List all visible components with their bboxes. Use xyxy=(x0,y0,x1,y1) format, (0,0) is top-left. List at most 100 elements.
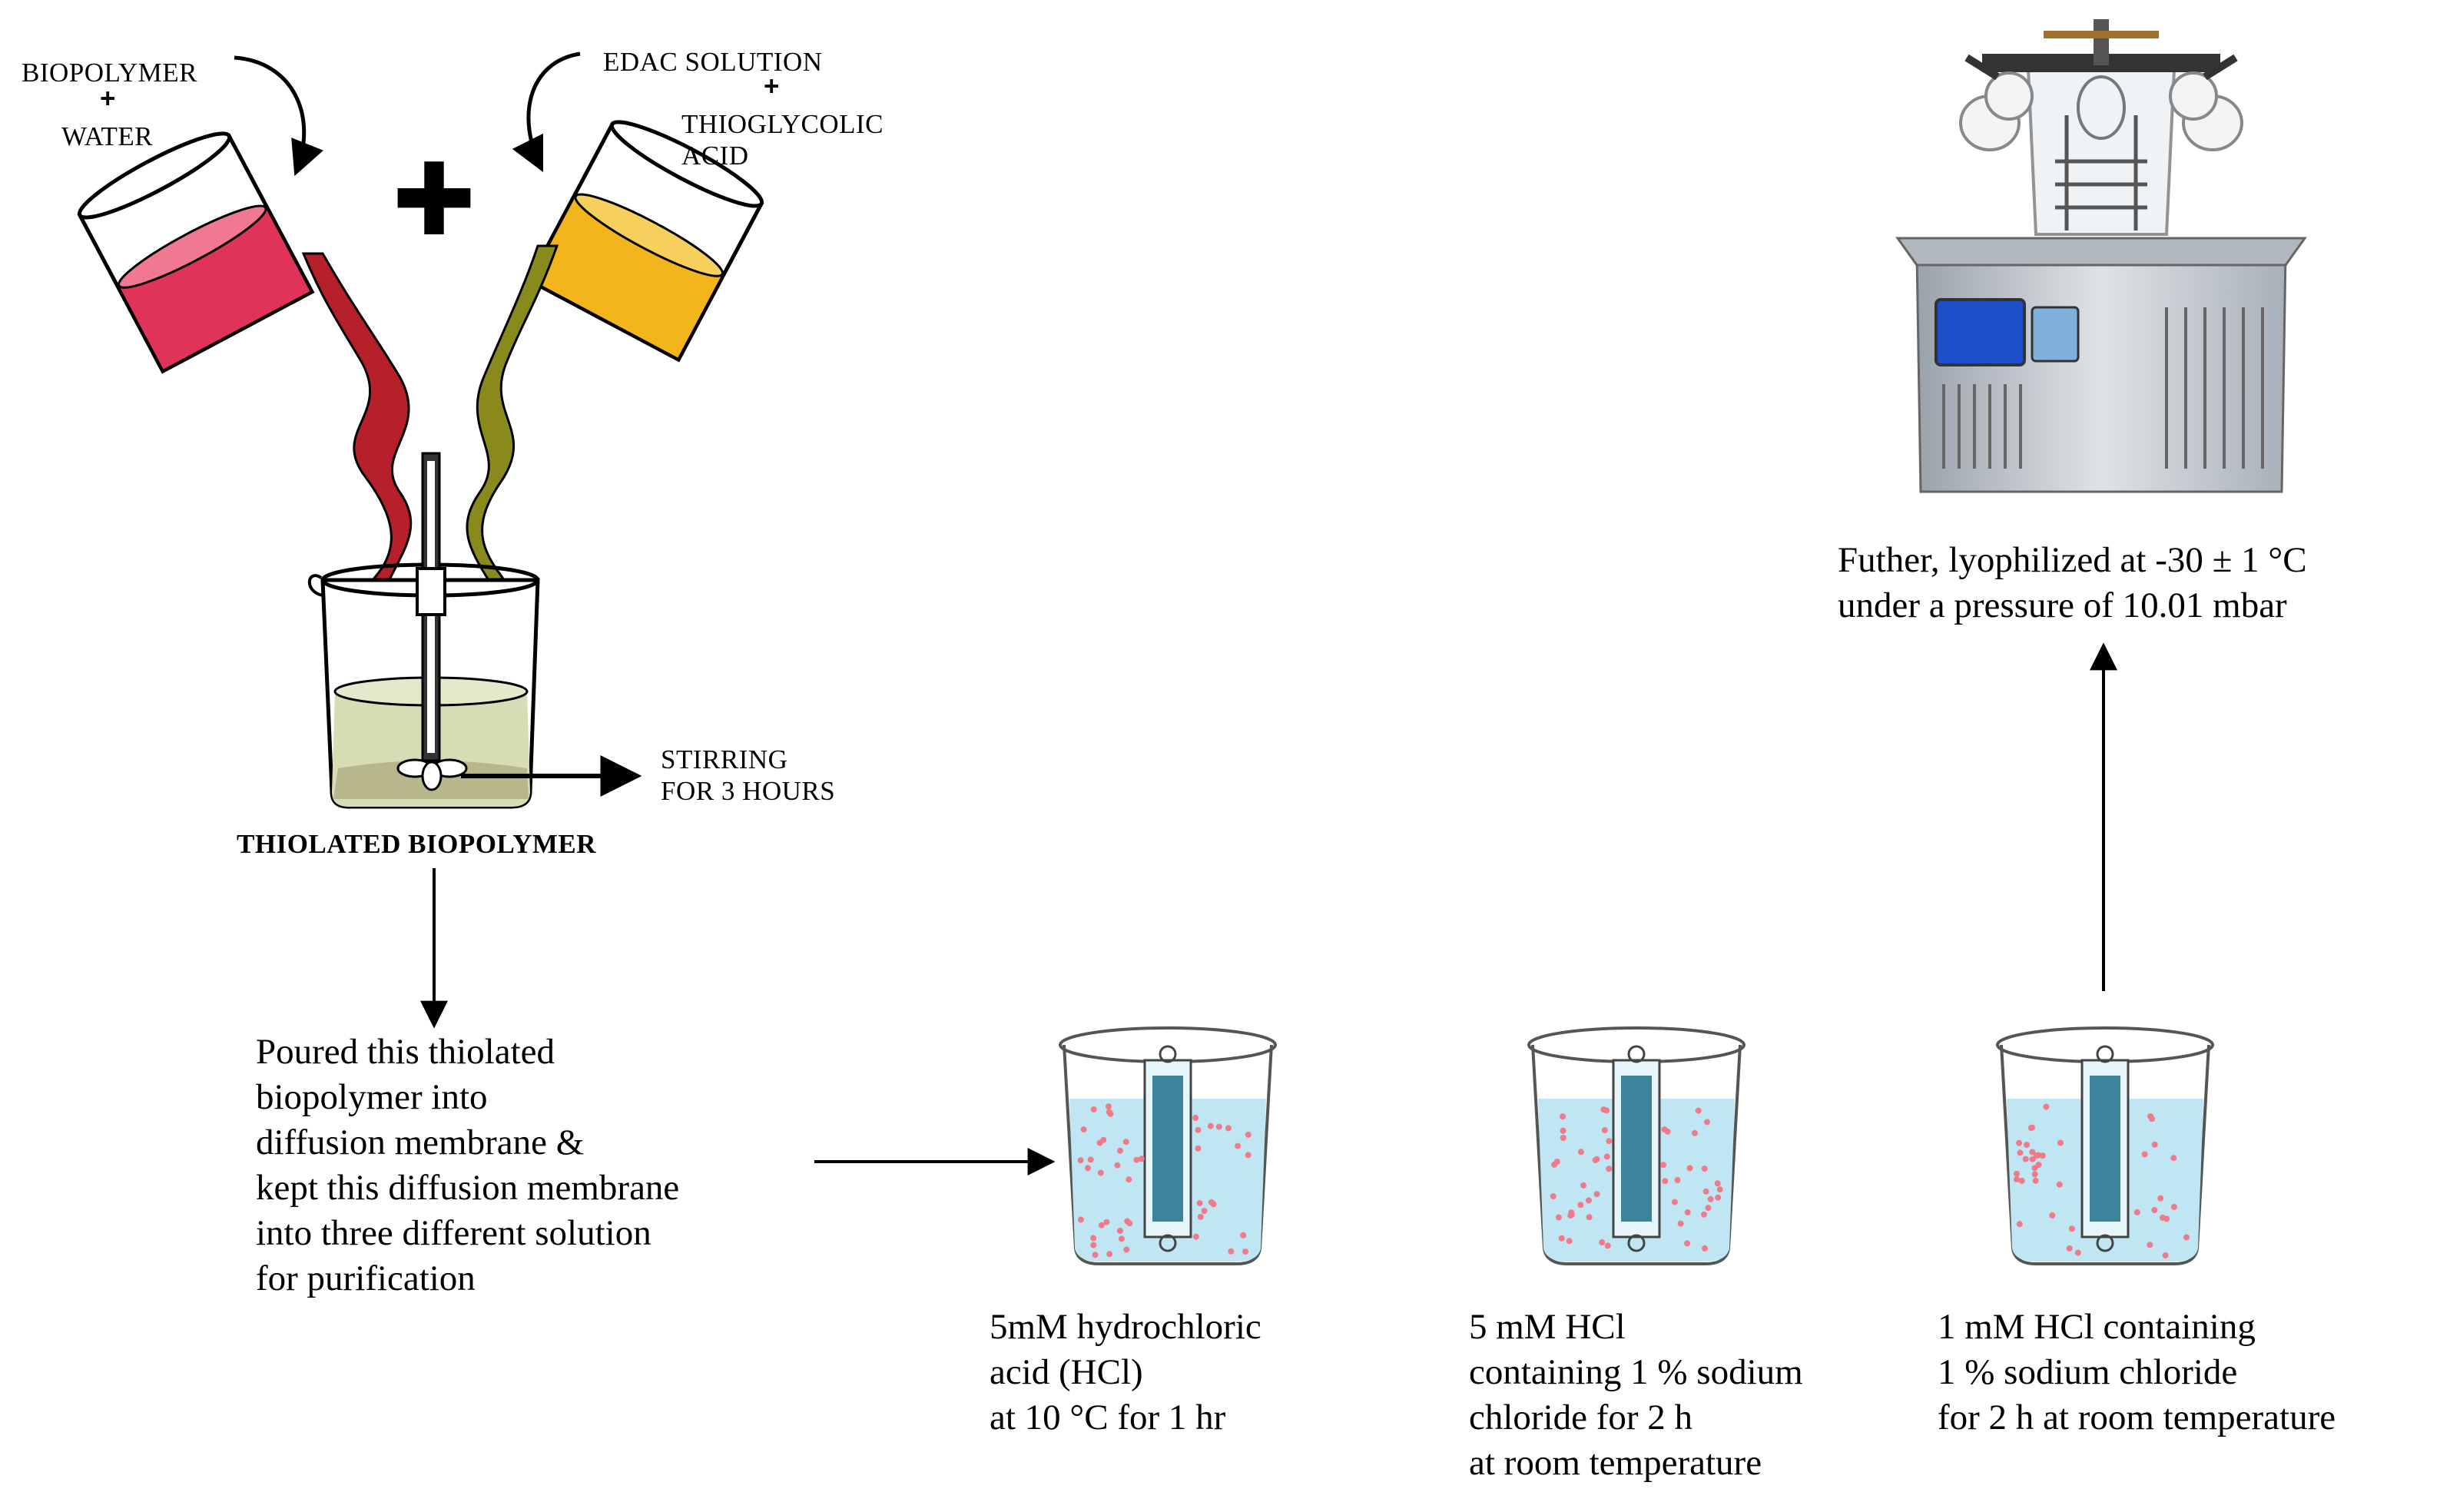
salt-particle xyxy=(1195,1126,1202,1133)
salt-particle xyxy=(1662,1178,1669,1185)
salt-particle xyxy=(1077,1157,1084,1164)
step3-label: 1 mM HCl containing 1 % sodium chloride … xyxy=(1938,1307,2336,1437)
salt-particle xyxy=(1692,1129,1698,1136)
thioglycolic-label: THIOGLYCOLIC ACID xyxy=(681,109,884,171)
salt-particle xyxy=(2032,1177,2039,1184)
salt-particle xyxy=(2018,1177,2025,1184)
salt-particle xyxy=(2016,1221,2023,1228)
salt-particle xyxy=(1684,1209,1691,1215)
salt-particle xyxy=(1568,1209,1575,1216)
salt-particle xyxy=(1705,1205,1712,1212)
salt-particle xyxy=(2056,1181,2063,1188)
salt-particle xyxy=(2022,1156,2029,1162)
curved-arrow-left xyxy=(234,55,323,177)
big-plus: ✚ xyxy=(393,141,476,258)
salt-particle xyxy=(2043,1103,2050,1110)
salt-particle xyxy=(1123,1246,1130,1253)
salt-particle xyxy=(1105,1103,1112,1110)
poured-text: Poured this thiolated biopolymer into di… xyxy=(256,1032,680,1298)
salt-particle xyxy=(1077,1216,1084,1223)
salt-particle xyxy=(1550,1193,1557,1200)
salt-particle xyxy=(1674,1177,1681,1183)
salt-particle xyxy=(2016,1139,2023,1146)
salt-particle xyxy=(1660,1162,1666,1169)
salt-particle xyxy=(1702,1188,1709,1195)
salt-particle xyxy=(2057,1139,2064,1146)
lyophilizer-machine xyxy=(1895,19,2307,493)
salt-particle xyxy=(1138,1156,1145,1162)
purification-beaker-2 xyxy=(1527,1026,1746,1265)
salt-particle xyxy=(1701,1211,1707,1218)
salt-particle xyxy=(1124,1218,1131,1225)
salt-particle xyxy=(1599,1239,1606,1245)
curved-arrow-right xyxy=(512,51,581,173)
reaction-beaker xyxy=(307,452,540,809)
salt-particle xyxy=(1097,1169,1104,1176)
salt-particle xyxy=(2183,1234,2190,1241)
salt-particle xyxy=(1714,1180,1721,1187)
salt-particle xyxy=(1126,1176,1132,1183)
salt-particle xyxy=(1192,1233,1199,1240)
control-screen xyxy=(1934,298,2026,366)
salt-particle xyxy=(1235,1142,1242,1149)
salt-particle xyxy=(2162,1252,2169,1258)
salt-particle xyxy=(2163,1215,2170,1222)
salt-particle xyxy=(2068,1225,2075,1232)
salt-particle xyxy=(1695,1107,1702,1114)
purification-beaker-1 xyxy=(1059,1026,1277,1265)
salt-particle xyxy=(1116,1228,1123,1234)
salt-particle xyxy=(1580,1182,1586,1189)
salt-particle xyxy=(2014,1170,2020,1177)
salt-particle xyxy=(1106,1109,1112,1116)
salt-particle xyxy=(1245,1131,1252,1138)
salt-particle xyxy=(2151,1207,2158,1214)
salt-particle xyxy=(1245,1152,1252,1159)
salt-particle xyxy=(1715,1194,1722,1201)
edac-ribbon xyxy=(466,244,559,616)
salt-particle xyxy=(1704,1119,1710,1126)
salt-particle xyxy=(1085,1165,1091,1172)
salt-particle xyxy=(2033,1152,2040,1159)
salt-particle xyxy=(2157,1195,2164,1202)
plus-left: + xyxy=(100,84,116,114)
salt-particle xyxy=(1114,1162,1121,1169)
biopolymer-label: BIOPOLYMER xyxy=(22,58,198,88)
salt-particle xyxy=(1118,1235,1125,1242)
salt-particle xyxy=(1577,1149,1584,1156)
salt-particle xyxy=(1215,1123,1222,1130)
salt-particle xyxy=(2031,1165,2038,1172)
salt-particle xyxy=(1686,1165,1693,1172)
stirring-label: STIRRING FOR 3 HOURS xyxy=(661,744,836,806)
edac-label: EDAC SOLUTION xyxy=(603,47,823,77)
salt-particle xyxy=(2024,1142,2031,1149)
salt-particle xyxy=(1090,1242,1097,1248)
salt-particle xyxy=(1560,1127,1566,1134)
salt-particle xyxy=(1603,1153,1610,1160)
salt-particle xyxy=(1671,1199,1678,1205)
salt-particle xyxy=(1092,1252,1099,1258)
purification-beaker-3 xyxy=(1996,1026,2214,1265)
salt-particle xyxy=(1586,1214,1593,1221)
salt-particle xyxy=(2031,1171,2038,1178)
biopolymer-liquid xyxy=(118,207,310,370)
salt-particle xyxy=(1207,1122,1214,1129)
salt-particle xyxy=(1117,1147,1123,1154)
salt-particle xyxy=(2141,1151,2148,1158)
edac-liquid xyxy=(531,196,723,358)
salt-particle xyxy=(1240,1232,1247,1238)
salt-particle xyxy=(1593,1156,1600,1162)
salt-particles xyxy=(1077,1103,2190,1258)
salt-particle xyxy=(1197,1213,1204,1220)
salt-particle xyxy=(1558,1235,1565,1242)
salt-particle xyxy=(1560,1113,1566,1120)
salt-particle xyxy=(1225,1125,1232,1132)
salt-particle xyxy=(1601,1127,1608,1134)
salt-particle xyxy=(1208,1199,1215,1205)
salt-particle xyxy=(1707,1195,1714,1202)
salt-particle xyxy=(1133,1156,1140,1163)
salt-particle xyxy=(1684,1240,1691,1247)
salt-particle xyxy=(1701,1166,1708,1172)
salt-particle xyxy=(1702,1245,1708,1252)
salt-particle xyxy=(1201,1208,1208,1215)
